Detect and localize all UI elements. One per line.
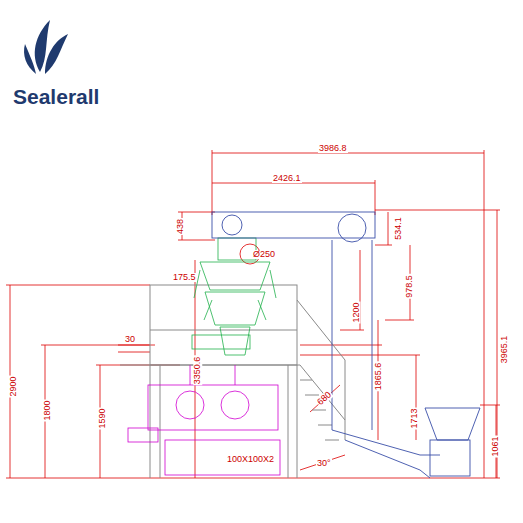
bucket-elevator <box>212 212 480 478</box>
multihead-weigher <box>192 238 276 355</box>
dimension-label: 100X100X2 <box>226 455 275 464</box>
dimension-label: 30° <box>316 459 332 468</box>
dimension-label: 1200 <box>352 301 361 323</box>
dimension-label: 2900 <box>9 375 18 397</box>
dimension-label: 1061 <box>491 435 500 457</box>
dimension-label: 30 <box>124 335 136 344</box>
dimension-label: 1865.6 <box>374 362 383 392</box>
dimension-lines <box>6 150 500 478</box>
dimension-label: 438 <box>176 218 185 235</box>
dimension-label: 3965.1 <box>500 335 509 365</box>
dimension-label: 978.5 <box>405 274 414 299</box>
platform-frame <box>120 285 345 478</box>
dimension-label: 3350.6 <box>193 356 202 386</box>
dimension-label: 680 <box>315 389 334 407</box>
dimension-label: Ø250 <box>252 250 276 259</box>
dimension-label: 175.5 <box>172 273 197 282</box>
logo-leaf <box>24 20 68 74</box>
dimension-label: 2426.1 <box>272 174 302 183</box>
dimension-label: 1800 <box>43 399 52 421</box>
dimension-label: 1713 <box>410 407 419 429</box>
rotary-packer <box>128 365 280 475</box>
brand-name: Sealerall <box>12 86 100 107</box>
dimension-label: 1590 <box>98 407 107 429</box>
dimension-label: 3986.8 <box>318 144 348 153</box>
dimension-label: 534.1 <box>394 216 403 241</box>
